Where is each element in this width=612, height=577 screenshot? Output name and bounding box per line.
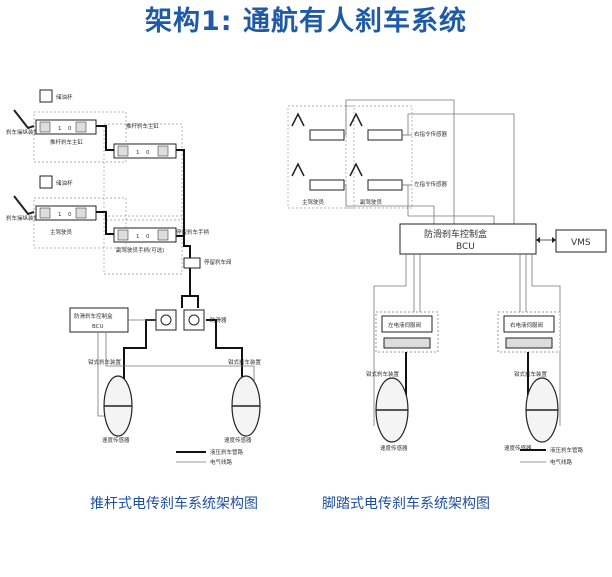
brake-pedal-bottom bbox=[13, 195, 35, 216]
svg-text:1: 1 bbox=[136, 150, 140, 156]
svg-text:BCU: BCU bbox=[92, 324, 104, 330]
legend: 液压刹车管路 电气线路 bbox=[176, 448, 244, 466]
svg-text:刹车操纵装置: 刹车操纵装置 bbox=[6, 214, 40, 222]
svg-text:0: 0 bbox=[68, 212, 72, 218]
svg-text:防滑刹车控制盒: 防滑刹车控制盒 bbox=[74, 312, 113, 320]
legend: 液压刹车管路 电气线路 bbox=[520, 446, 584, 466]
left-caption: 推杆式电传刹车系统架构图 bbox=[90, 496, 258, 512]
svg-text:0: 0 bbox=[146, 234, 150, 240]
servo-valve-left: 左电液伺服阀 bbox=[375, 311, 439, 353]
svg-text:停留刹车阀: 停留刹车阀 bbox=[204, 258, 232, 266]
svg-text:右电液伺服阀: 右电液伺服阀 bbox=[510, 321, 543, 329]
wheel-left: 钳式刹车装置 速度传感器 bbox=[88, 358, 133, 444]
svg-text:防滑器: 防滑器 bbox=[210, 316, 227, 324]
park-brake-valve: 停留刹车阀 bbox=[183, 257, 232, 269]
wheel-right: 钳式刹车装置 速度传感器 bbox=[504, 370, 559, 452]
svg-text:0: 0 bbox=[68, 126, 72, 132]
bcu-box: 防滑刹车控制盒 BCU bbox=[399, 223, 537, 255]
svg-text:速度传感器: 速度传感器 bbox=[380, 444, 408, 452]
svg-text:副驾驶员手柄(可选): 副驾驶员手柄(可选) bbox=[116, 246, 164, 254]
svg-text:钳式刹车装置: 钳式刹车装置 bbox=[228, 358, 262, 366]
svg-text:0: 0 bbox=[146, 150, 150, 156]
hydraulic-lines bbox=[405, 352, 529, 406]
svg-text:电气线路: 电气线路 bbox=[550, 458, 573, 466]
bcu-box: 防滑刹车控制盒 BCU bbox=[69, 307, 129, 333]
page-title: 架构1: 通航有人刹车系统 bbox=[145, 6, 467, 37]
svg-text:储油杯: 储油杯 bbox=[56, 93, 73, 101]
bcu-valve-wires bbox=[373, 254, 561, 426]
brake-pedal-top bbox=[13, 109, 35, 130]
svg-text:VMS: VMS bbox=[571, 238, 591, 248]
svg-text:电气线路: 电气线路 bbox=[210, 458, 233, 466]
servo-valve-right: 右电液伺服阀 bbox=[497, 311, 561, 353]
pedal-brake-diagram: 右指令传感器 左指令传感器 主驾驶员 副驾驶员 防滑刹车控制盒 BCU VMS … bbox=[287, 99, 607, 466]
svg-text:左电液伺服阀: 左电液伺服阀 bbox=[388, 321, 421, 329]
svg-text:推杆刹车主缸: 推杆刹车主缸 bbox=[126, 122, 160, 130]
svg-text:液压刹车管路: 液压刹车管路 bbox=[550, 446, 584, 454]
svg-text:右指令传感器: 右指令传感器 bbox=[414, 130, 448, 138]
svg-text:速度传感器: 速度传感器 bbox=[224, 436, 252, 444]
reservoir-bottom: 储油杯 bbox=[39, 175, 73, 189]
antiskid-valve: 防滑器 bbox=[155, 309, 227, 331]
wheel-left: 钳式刹车装置 速度传感器 bbox=[366, 370, 409, 452]
svg-text:推杆刹车主缸: 推杆刹车主缸 bbox=[50, 138, 84, 146]
svg-text:速度传感器: 速度传感器 bbox=[504, 444, 532, 452]
svg-text:1: 1 bbox=[58, 212, 62, 218]
svg-text:副驾驶员: 副驾驶员 bbox=[360, 198, 383, 206]
svg-text:1: 1 bbox=[58, 126, 62, 132]
sensor-wires bbox=[344, 99, 515, 224]
vms-box: VMS bbox=[555, 229, 607, 253]
svg-text:液压刹车管路: 液压刹车管路 bbox=[210, 448, 244, 456]
svg-text:停留刹车手柄: 停留刹车手柄 bbox=[176, 228, 210, 236]
svg-text:钳式刹车装置: 钳式刹车装置 bbox=[514, 370, 548, 378]
reservoir-top: 储油杯 bbox=[39, 89, 73, 103]
svg-text:速度传感器: 速度传感器 bbox=[102, 436, 130, 444]
svg-text:刹车操纵装置: 刹车操纵装置 bbox=[6, 128, 40, 136]
right-caption: 脚踏式电传刹车系统架构图 bbox=[322, 496, 490, 512]
svg-text:BCU: BCU bbox=[456, 242, 475, 252]
svg-text:钳式刹车装置: 钳式刹车装置 bbox=[88, 358, 122, 366]
svg-text:左指令传感器: 左指令传感器 bbox=[414, 180, 448, 188]
wheel-right: 钳式刹车装置 速度传感器 bbox=[224, 358, 262, 444]
svg-text:储油杯: 储油杯 bbox=[56, 179, 73, 187]
svg-text:主驾驶员: 主驾驶员 bbox=[50, 228, 73, 236]
svg-text:1: 1 bbox=[136, 234, 140, 240]
pedal-sensors bbox=[291, 112, 403, 191]
svg-text:防滑刹车控制盒: 防滑刹车控制盒 bbox=[424, 228, 487, 240]
svg-text:主驾驶员: 主驾驶员 bbox=[302, 198, 325, 206]
svg-text:钳式刹车装置: 钳式刹车装置 bbox=[366, 370, 400, 378]
